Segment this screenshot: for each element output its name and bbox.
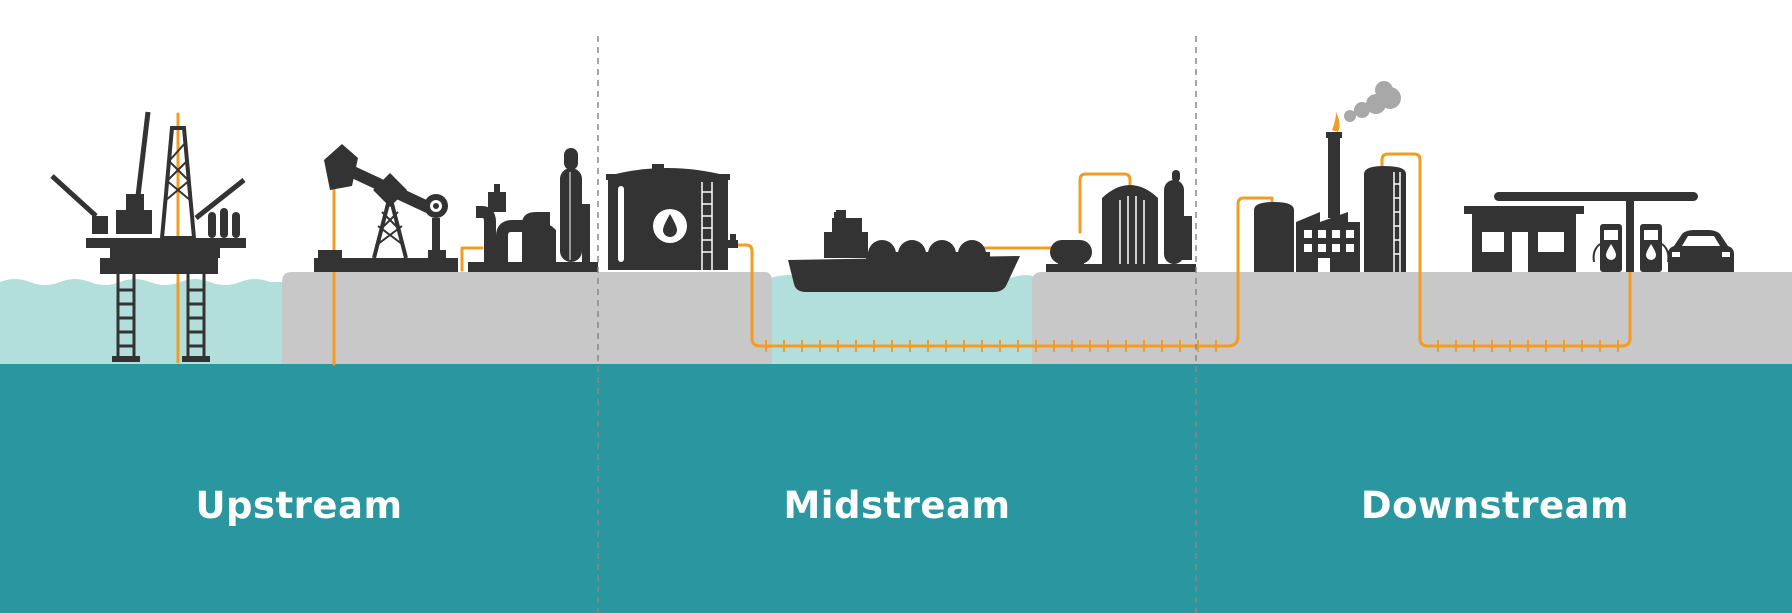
gas-station-icon (1464, 192, 1698, 272)
offshore-platform-icon (50, 111, 246, 362)
shallow-water (0, 275, 1035, 364)
storage-tank-icon (606, 164, 738, 270)
stage-label-midstream: Midstream (783, 484, 1011, 527)
wellhead-separator-icon (468, 148, 598, 272)
pump-jack-icon (314, 144, 458, 272)
stage-dividers (597, 36, 1197, 613)
refinery-icon (1254, 112, 1406, 272)
stage-label-downstream: Downstream (1360, 484, 1630, 527)
car-icon (1668, 230, 1734, 272)
smoke-cloud-icon (1344, 81, 1401, 122)
lng-tanker-icon (788, 210, 1020, 292)
gas-processing-plant-icon (1046, 170, 1196, 272)
deep-water (0, 364, 1792, 613)
stage-label-upstream: Upstream (195, 484, 403, 527)
pipeline-supports (765, 340, 1619, 352)
ground (282, 272, 1792, 364)
